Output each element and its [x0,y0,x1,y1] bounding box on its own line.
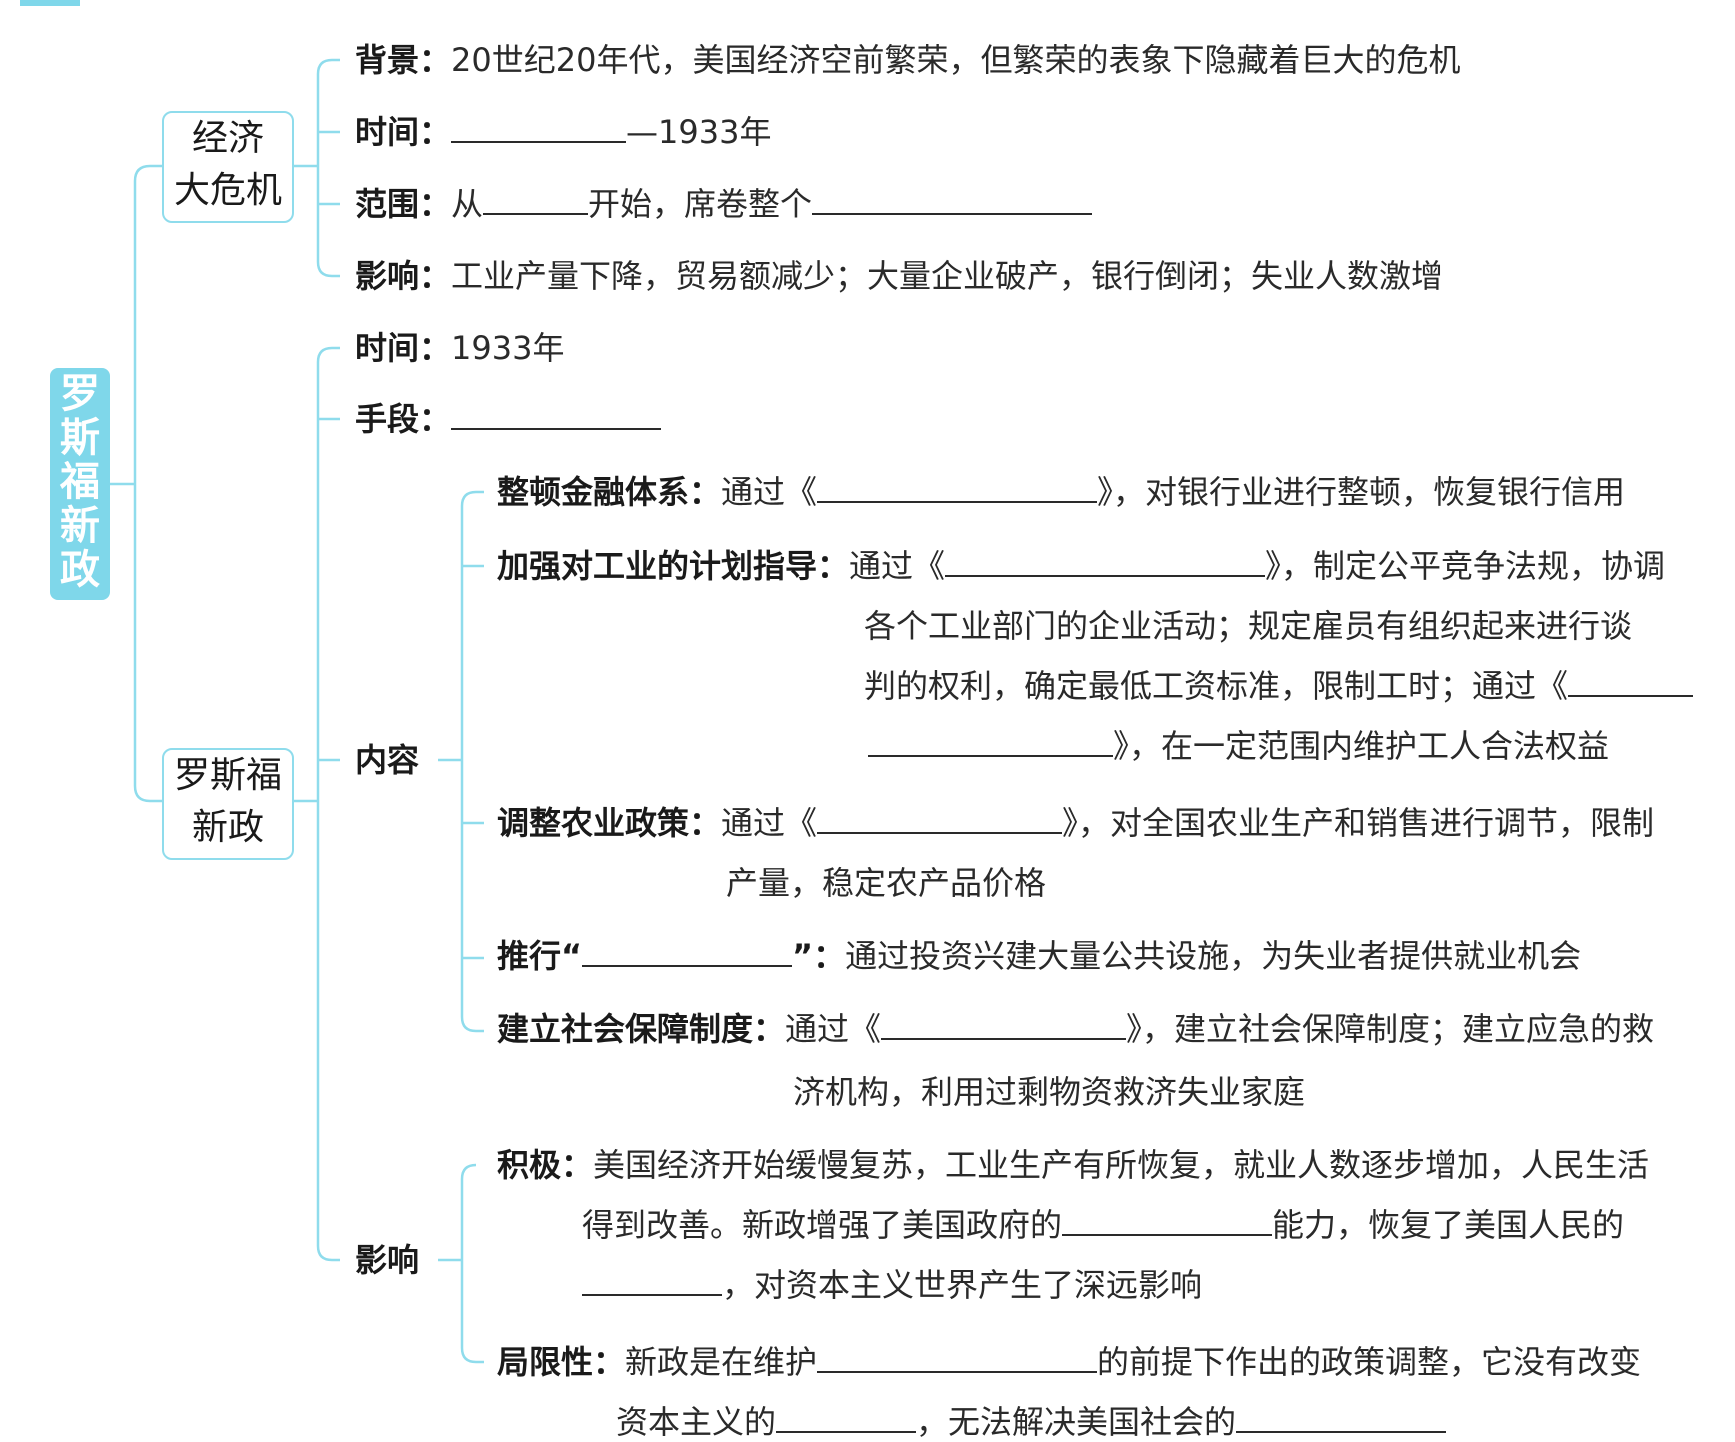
content-finance: 整顿金融体系：通过《》，对银行业进行整顿，恢复银行信用 [497,473,1626,511]
blank [881,1010,1127,1040]
blank [817,473,1098,503]
blank [812,185,1093,215]
crisis-scope: 范围：从开始，席卷整个 [355,184,1093,224]
crisis-background: 背景：20世纪20年代，美国经济空前繁荣，但繁荣的表象下隐藏着巨大的危机 [355,41,1461,79]
blank [817,804,1063,834]
impact-positive-line2: 得到改善。新政增强了美国政府的能力，恢复了美国人民的 [582,1206,1625,1244]
blank [1236,1403,1447,1433]
root-node-new-deal: 罗斯福新政 [50,368,110,600]
blank [817,1343,1098,1373]
content-industry-line3: 判的权利，确定最低工资标准，限制工时；通过《 [864,666,1694,706]
node-roosevelt-new-deal: 罗斯福新政 [162,748,294,860]
impact-limit-line2: 资本主义的，无法解决美国社会的 [616,1402,1447,1442]
newdeal-impact-label: 影响 [355,1241,420,1279]
content-security-line2: 济机构，利用过剩物资救济失业家庭 [793,1073,1306,1111]
newdeal-content-label: 内容 [355,741,420,779]
content-agriculture-line2: 产量，稳定农产品价格 [726,864,1047,902]
blank [1062,1206,1273,1236]
newdeal-time: 时间：1933年 [355,329,565,367]
blank [582,1266,722,1296]
blank [1568,667,1694,697]
top-accent-bar [20,0,80,6]
content-relief: 推行“”：通过投资兴建大量公共设施，为失业者提供就业机会 [497,937,1582,975]
blank [483,185,589,215]
impact-limit: 局限性：新政是在维护的前提下作出的政策调整，它没有改变 [497,1343,1642,1381]
content-industry: 加强对工业的计划指导：通过《》，制定公平竞争法规，协调 [497,547,1666,585]
blank [868,727,1113,757]
newdeal-means: 手段： [355,399,662,439]
blank [451,113,627,143]
content-security: 建立社会保障制度：通过《》，建立社会保障制度；建立应急的救 [497,1010,1655,1048]
blank [945,547,1266,577]
content-industry-line4: 》，在一定范围内维护工人合法权益 [868,726,1609,766]
impact-positive-line3: ，对资本主义世界产生了深远影响 [582,1265,1202,1305]
content-agriculture: 调整农业政策：通过《》，对全国农业生产和销售进行调节，限制 [497,804,1655,842]
impact-positive: 积极：美国经济开始缓慢复苏，工业生产有所恢复，就业人数逐步增加，人民生活 [497,1146,1650,1184]
blank [451,400,662,430]
blank [776,1403,917,1433]
crisis-impact: 影响：工业产量下降，贸易额减少；大量企业破产，银行倒闭；失业人数激增 [355,257,1444,295]
node-economic-crisis: 经济大危机 [162,111,294,223]
blank [582,937,793,967]
crisis-time: 时间：—1933年 [355,113,772,151]
content-industry-line2: 各个工业部门的企业活动；规定雇员有组织起来进行谈 [864,607,1633,645]
